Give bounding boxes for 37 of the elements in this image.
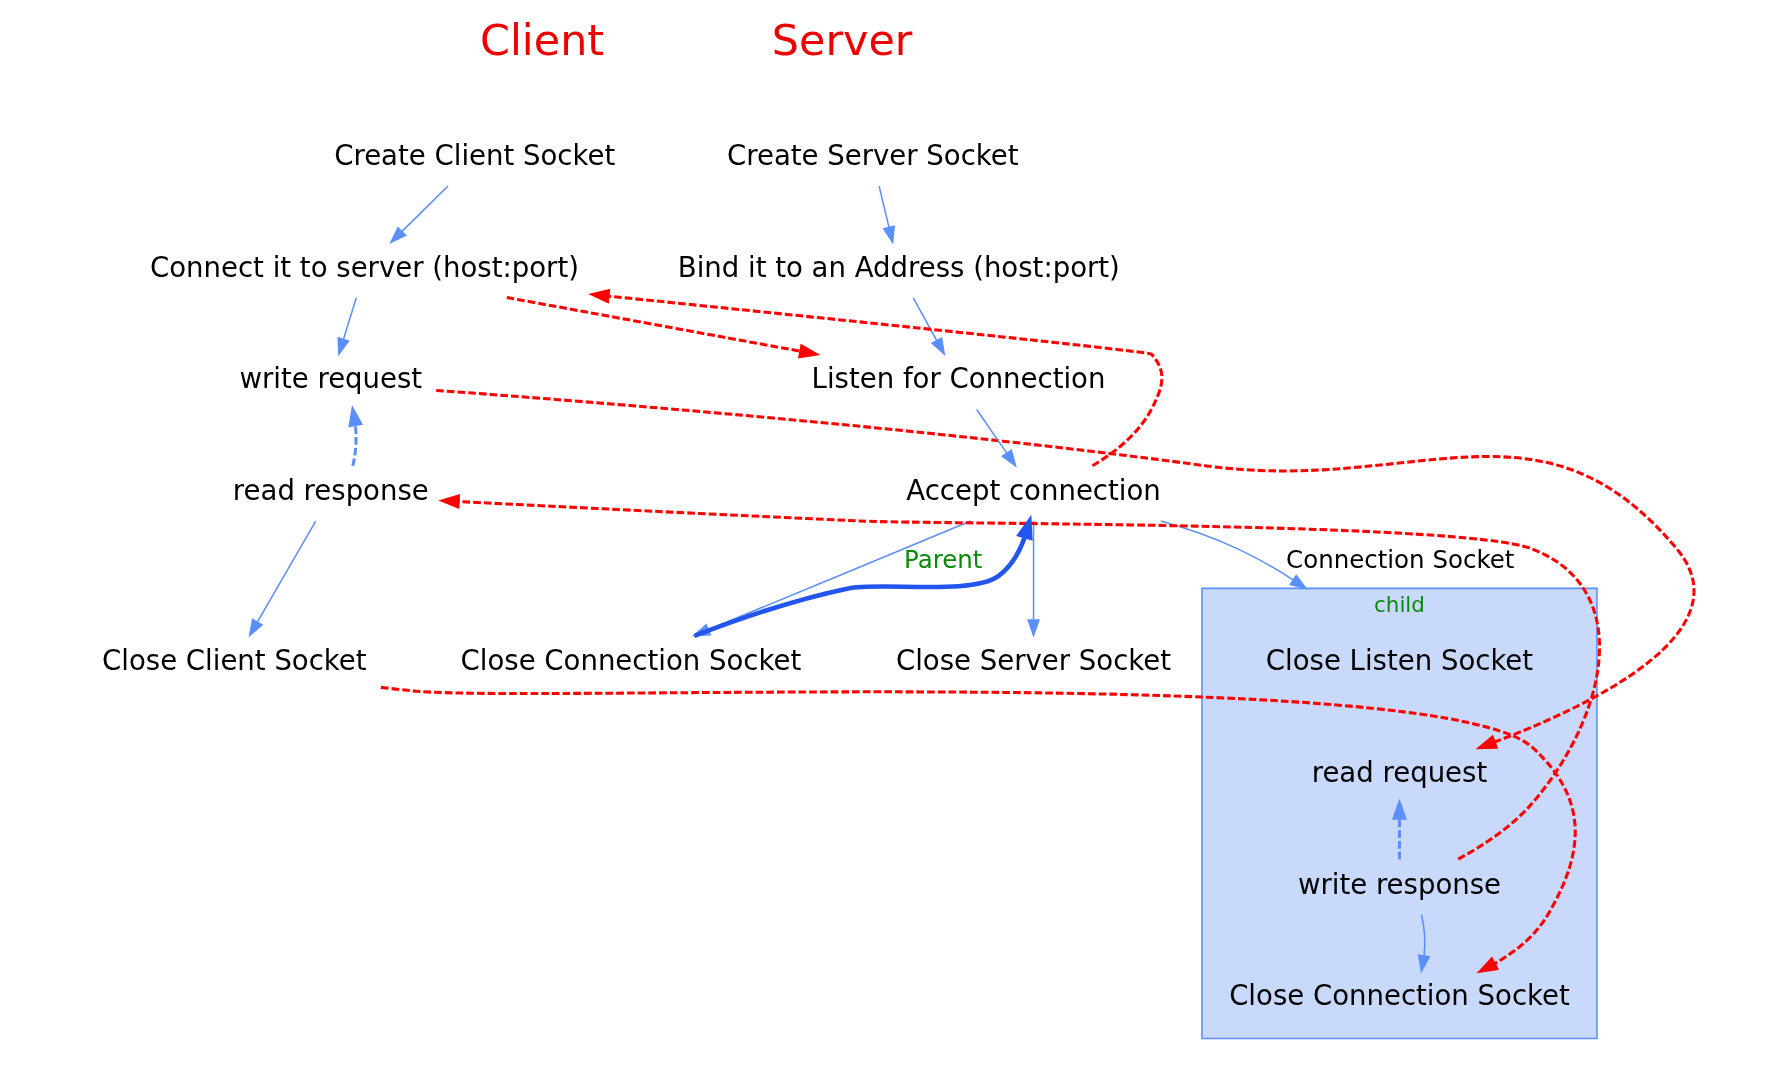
node-text: Close Connection Socket (460, 644, 802, 677)
node-label: child (1374, 591, 1425, 617)
node-text: read response (232, 474, 429, 507)
arrow (1027, 520, 1040, 638)
arrow (438, 494, 1601, 861)
arrow (1160, 520, 1308, 590)
arrow (975, 408, 1017, 468)
arrow (1391, 798, 1407, 860)
edge-label: Parent (904, 545, 983, 575)
arrow (588, 288, 1164, 468)
node-text: read request (1311, 755, 1488, 788)
arrow (1417, 914, 1431, 974)
node-text: Close Server Socket (896, 644, 1172, 677)
edge-label: Connection Socket (1286, 545, 1515, 575)
arrow (912, 297, 946, 357)
arrow (389, 185, 449, 244)
node-text: Create Server Socket (726, 138, 1019, 171)
node-text: Accept connection (906, 474, 1161, 507)
node-text: Close Listen Socket (1265, 644, 1534, 677)
label: Client (480, 14, 605, 65)
node-text: Listen for Connection (811, 362, 1106, 395)
node-text: Close Client Socket (102, 644, 367, 677)
node-text: Close Connection Socket (1229, 979, 1570, 1012)
arrow (878, 185, 896, 245)
arrow (436, 388, 1695, 750)
arrow (506, 296, 821, 359)
arrow (337, 297, 358, 357)
node-text: Connect it to server (host:port) (150, 250, 579, 283)
node-text: write request (239, 362, 423, 395)
node-text: write response (1297, 867, 1502, 900)
cluster (1201, 587, 1598, 1040)
arrow (248, 520, 317, 638)
arrow (380, 685, 1577, 974)
node-text: Bind it to an Address (host:port) (677, 250, 1120, 283)
node-text: Create Client Socket (334, 138, 616, 171)
arrow (348, 404, 364, 467)
label: Server (771, 14, 913, 65)
